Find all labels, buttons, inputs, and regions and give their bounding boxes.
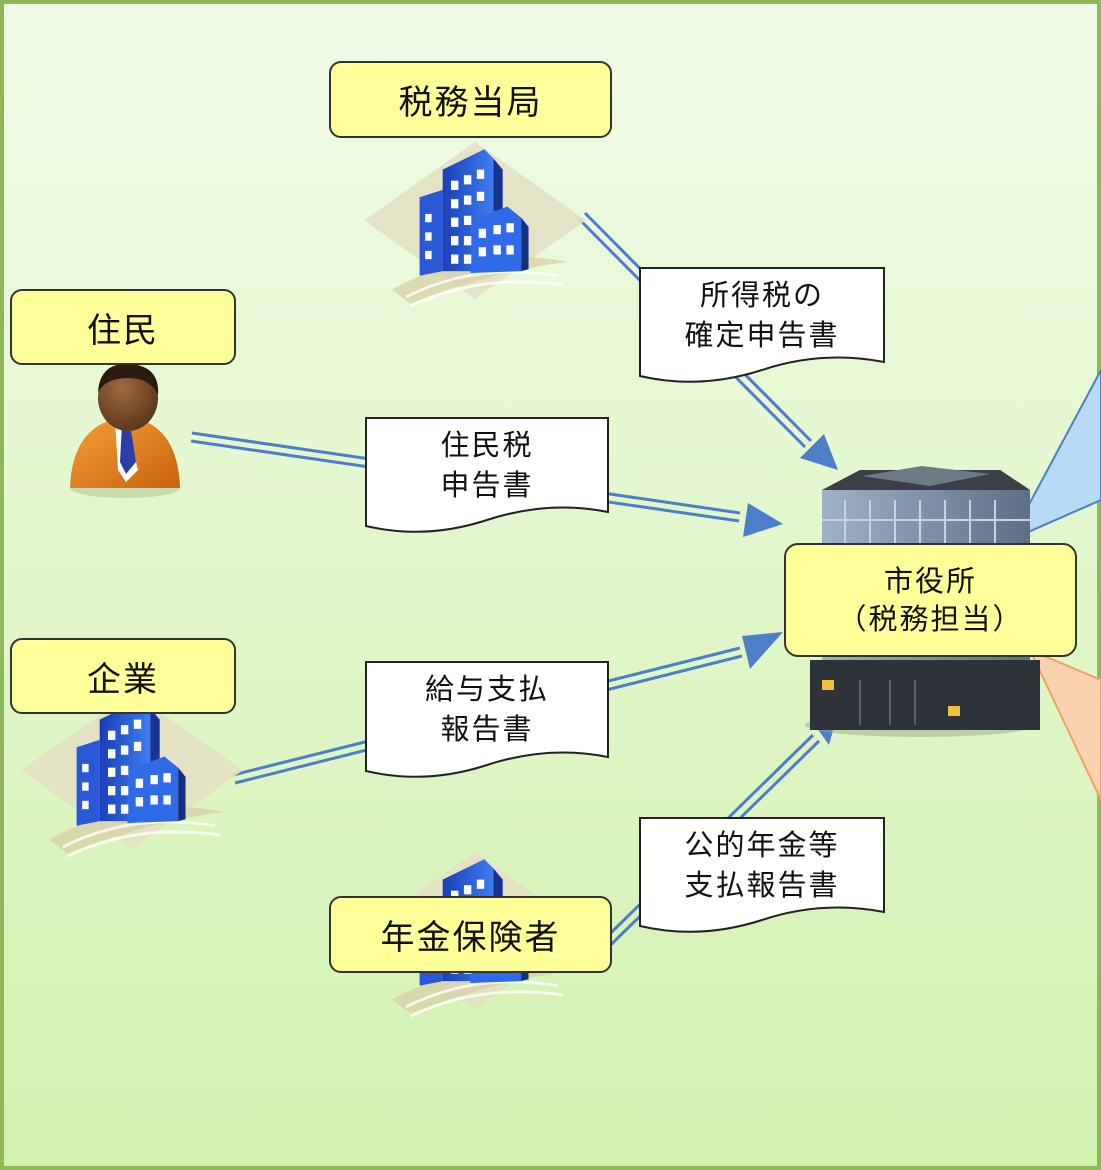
document-line: 報告書 xyxy=(440,712,534,746)
callout-wedge-orange xyxy=(1027,648,1101,801)
businessman-icon xyxy=(70,363,180,498)
city-hall-name: 市役所 xyxy=(883,564,977,598)
resident-tax-return-document: 住民税 申告書 xyxy=(366,420,608,510)
callout-wedge-blue xyxy=(1007,369,1101,543)
city-hall-label: 市役所 （税務担当） xyxy=(784,543,1077,657)
salary-payment-report-document: 給与支払 報告書 xyxy=(366,664,608,754)
city-hall-department: （税務担当） xyxy=(837,602,1024,636)
tax-office-label: 税務当局 xyxy=(329,61,612,138)
document-shapes xyxy=(365,267,885,933)
document-line: 確定申告書 xyxy=(684,318,840,352)
document-line: 申告書 xyxy=(440,468,534,502)
document-line: 支払報告書 xyxy=(684,868,840,902)
income-tax-return-document: 所得税の 確定申告書 xyxy=(640,270,884,360)
company-label: 企業 xyxy=(10,638,236,714)
document-line: 住民税 xyxy=(440,428,534,462)
document-line: 所得税の xyxy=(699,278,824,312)
document-line: 給与支払 xyxy=(424,672,549,706)
document-line: 公的年金等 xyxy=(684,828,840,862)
pension-insurer-label: 年金保険者 xyxy=(329,896,612,973)
resident-label: 住民 xyxy=(10,289,236,365)
pension-payment-report-document: 公的年金等 支払報告書 xyxy=(640,820,884,910)
